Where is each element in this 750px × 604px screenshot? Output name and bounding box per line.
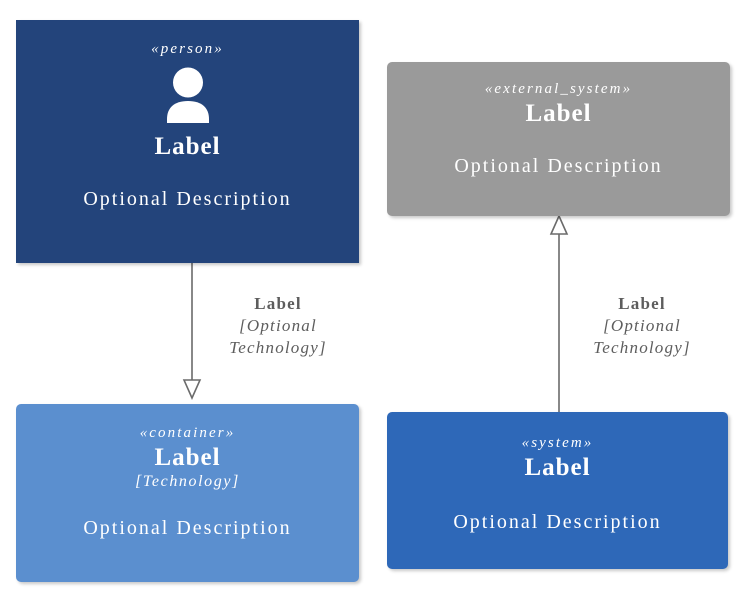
node-container[interactable]: «container» Label [Technology] Optional … — [16, 404, 359, 582]
edge-label-technology-line2: Technology] — [593, 337, 691, 357]
edge-label-person-to-container: Label [Optional Technology] — [196, 293, 360, 358]
node-stereotype: «container» — [139, 425, 236, 441]
node-label: Label — [525, 99, 592, 127]
node-description: Optional Description — [454, 154, 663, 177]
node-technology: [Technology] — [135, 472, 240, 490]
node-label: Label — [524, 453, 591, 481]
edge-label-technology-line2: Technology] — [229, 337, 327, 357]
node-external-system[interactable]: «external_system» Label Optional Descrip… — [387, 62, 730, 216]
person-icon — [166, 67, 209, 123]
node-label: Label — [154, 132, 221, 160]
node-person[interactable]: «person» Label Optional Description — [16, 20, 359, 263]
edge-label-system-to-external-system: Label [Optional Technology] — [560, 293, 724, 358]
edge-label-title: Label — [618, 294, 666, 313]
node-stereotype: «external_system» — [484, 81, 633, 97]
node-description: Optional Description — [83, 516, 292, 539]
node-stereotype: «person» — [151, 41, 224, 57]
edge-label-technology-line1: [Optional — [603, 315, 681, 335]
arrowhead-down-icon — [182, 379, 202, 400]
node-stereotype: «system» — [521, 435, 594, 451]
node-description: Optional Description — [453, 510, 662, 533]
arrowhead-up-icon — [549, 214, 569, 235]
edge-label-technology-line1: [Optional — [239, 315, 317, 335]
node-system[interactable]: «system» Label Optional Description — [387, 412, 728, 569]
node-label: Label — [154, 443, 221, 471]
node-description: Optional Description — [83, 187, 292, 210]
edge-label-title: Label — [254, 294, 302, 313]
